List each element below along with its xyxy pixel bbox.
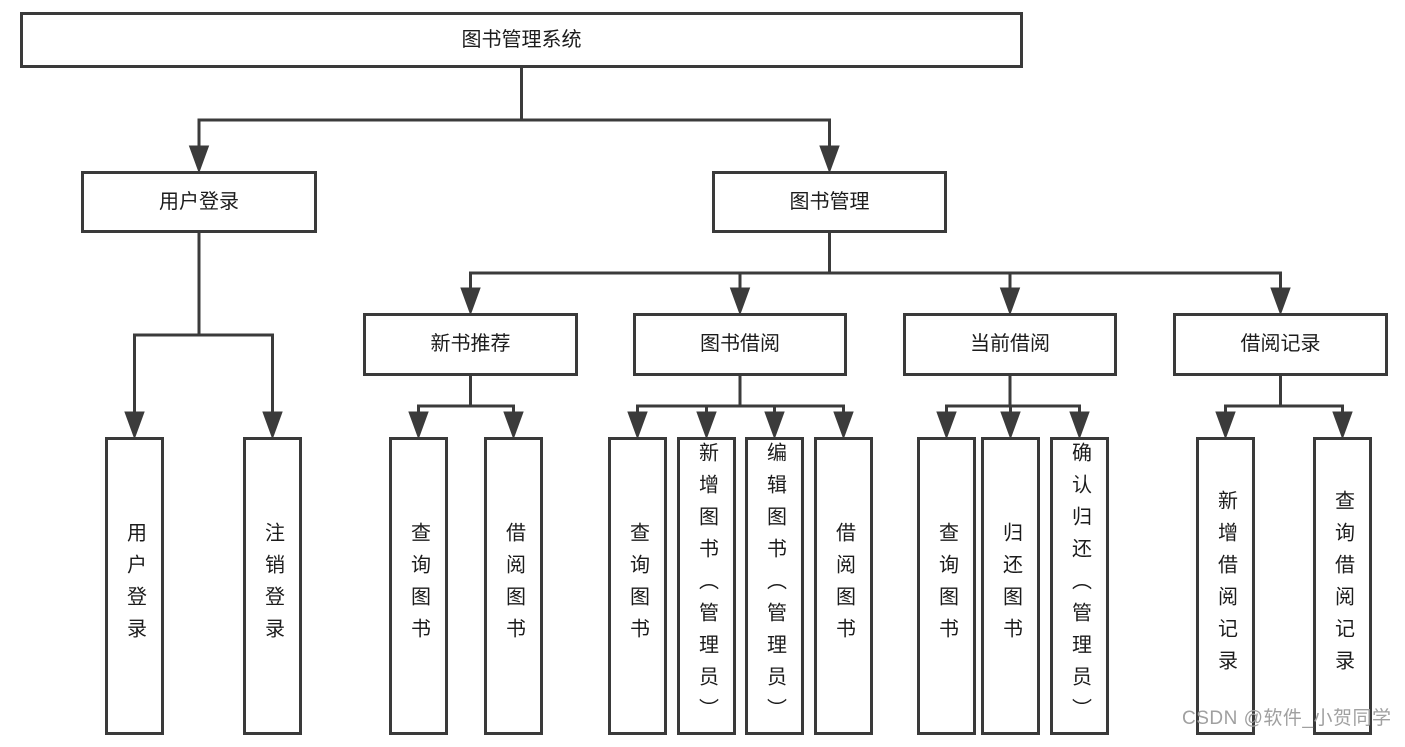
node-current-borrow: 当前借阅: [903, 313, 1117, 376]
leaf-cb-query-books-label: 查询图书: [935, 522, 958, 650]
leaf-br-query-record: 查询借阅记录: [1313, 437, 1372, 735]
leaf-bb-borrow-books-label: 借阅图书: [832, 522, 855, 650]
node-book-management: 图书管理: [712, 171, 947, 233]
connector-borrow-records-to-children: [1215, 374, 1353, 440]
leaf-cb-query-books: 查询图书: [917, 437, 976, 735]
node-root-system: 图书管理系统: [20, 12, 1023, 68]
leaf-cb-confirm-return-admin: 确认归还（管理员）: [1050, 437, 1109, 735]
node-borrow-records-label: 借阅记录: [1240, 333, 1321, 355]
connector-root-to-level2: [188, 66, 840, 174]
leaf-bb-edit-books-admin-label: 编辑图书（管理员）: [763, 442, 786, 730]
leaf-bb-borrow-books: 借阅图书: [814, 437, 873, 735]
leaf-bb-add-books-admin: 新增图书（管理员）: [677, 437, 736, 735]
leaf-nbr-borrow-books: 借阅图书: [484, 437, 543, 735]
leaf-br-add-record-label: 新增借阅记录: [1214, 490, 1237, 682]
node-book-borrow-label: 图书借阅: [700, 333, 780, 355]
node-borrow-records: 借阅记录: [1173, 313, 1388, 376]
leaf-cb-confirm-return-admin-label: 确认归还（管理员）: [1068, 442, 1091, 730]
csdn-watermark: CSDN @软件_小贺同学: [1182, 708, 1392, 729]
leaf-logout-label: 注销登录: [261, 522, 284, 650]
node-new-book-recommend-label: 新书推荐: [430, 333, 511, 355]
node-root-system-label: 图书管理系统: [461, 28, 582, 51]
connector-book-management-to-level3: [460, 231, 1291, 316]
leaf-user-login: 用户登录: [105, 437, 164, 735]
leaf-bb-edit-books-admin: 编辑图书（管理员）: [745, 437, 804, 735]
leaf-nbr-query-books-label: 查询图书: [407, 522, 430, 650]
node-user-login-label: 用户登录: [159, 190, 239, 213]
node-current-borrow-label: 当前借阅: [970, 333, 1050, 355]
leaf-nbr-query-books: 查询图书: [389, 437, 448, 735]
leaf-bb-query-books-label: 查询图书: [626, 522, 649, 650]
connector-book-borrow-to-children: [627, 374, 854, 440]
connector-new-book-recommend-to-children: [408, 374, 524, 440]
leaf-bb-add-books-admin-label: 新增图书（管理员）: [695, 442, 718, 730]
leaf-br-query-record-label: 查询借阅记录: [1331, 490, 1354, 682]
node-new-book-recommend: 新书推荐: [363, 313, 578, 376]
leaf-br-add-record: 新增借阅记录: [1196, 437, 1255, 735]
leaf-bb-query-books: 查询图书: [608, 437, 667, 735]
leaf-nbr-borrow-books-label: 借阅图书: [502, 522, 525, 650]
node-user-login: 用户登录: [81, 171, 317, 233]
node-book-management-label: 图书管理: [789, 190, 870, 213]
connector-user-login-to-children: [124, 231, 283, 440]
leaf-user-login-label: 用户登录: [123, 522, 146, 650]
leaf-cb-return-books: 归还图书: [981, 437, 1040, 735]
connector-current-borrow-to-children: [936, 374, 1090, 440]
leaf-cb-return-books-label: 归还图书: [999, 522, 1022, 650]
leaf-logout: 注销登录: [243, 437, 302, 735]
node-book-borrow: 图书借阅: [633, 313, 847, 376]
